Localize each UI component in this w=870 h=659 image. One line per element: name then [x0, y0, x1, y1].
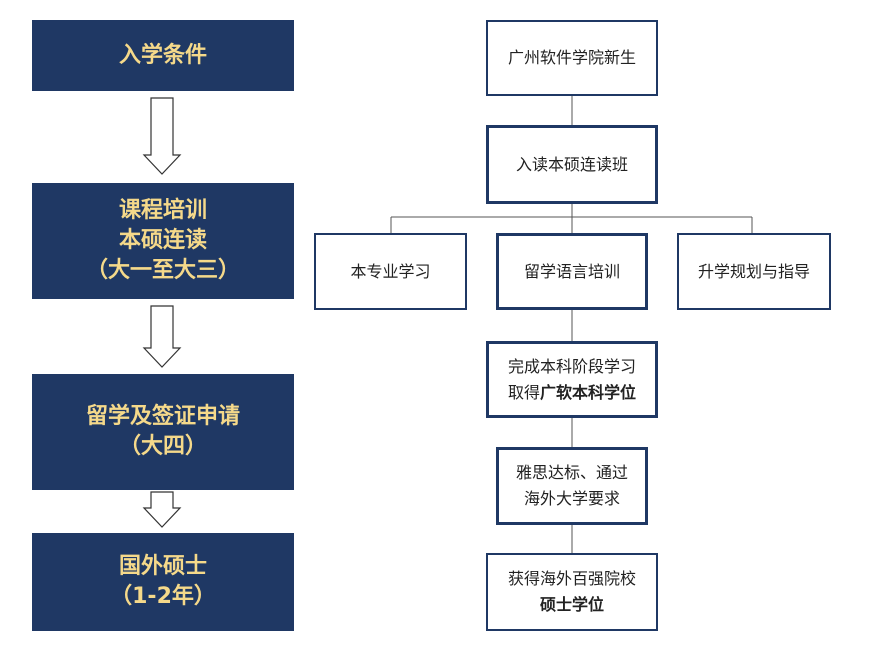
- node-language-training: 留学语言培训: [496, 233, 648, 310]
- stage-master-abroad: 国外硕士 （1-2年）: [32, 533, 294, 631]
- stage-visa-line2: （大四）: [118, 434, 207, 459]
- down-arrow-3: [142, 491, 182, 528]
- node-planning-guidance-label: 升学规划与指导: [697, 261, 810, 281]
- node-major-study-label: 本专业学习: [350, 261, 431, 281]
- stage-master-line2: （1-2年）: [110, 584, 216, 609]
- node-ielts: 雅思达标、通过 海外大学要求: [496, 447, 648, 525]
- node-ielts-line2: 海外大学要求: [523, 489, 620, 508]
- node-master-line2: 硕士学位: [539, 595, 604, 614]
- stage-admission: 入学条件: [32, 20, 294, 91]
- node-major-study: 本专业学习: [314, 233, 467, 310]
- node-ielts-line1: 雅思达标、通过: [515, 463, 628, 482]
- stage-visa-line1: 留学及签证申请: [85, 404, 240, 429]
- stage-admission-label: 入学条件: [118, 42, 207, 68]
- node-master-degree: 获得海外百强院校 硕士学位: [486, 553, 658, 631]
- node-bachelor-line1: 完成本科阶段学习: [507, 356, 636, 376]
- stage-visa: 留学及签证申请 （大四）: [32, 374, 294, 490]
- node-language-training-label: 留学语言培训: [523, 261, 620, 281]
- stage-coursework-line2: 本硕连读: [118, 228, 207, 253]
- stage-coursework: 课程培训 本硕连读 （大一至大三）: [32, 183, 294, 299]
- node-bachelor-line2: 取得广软本科学位: [508, 380, 636, 406]
- stage-master-line1: 国外硕士: [118, 554, 207, 579]
- stage-coursework-line1: 课程培训: [118, 198, 207, 223]
- node-freshman: 广州软件学院新生: [486, 20, 658, 96]
- node-bachelor-degree: 完成本科阶段学习 取得广软本科学位: [486, 341, 658, 418]
- down-arrow-2: [142, 305, 182, 368]
- node-enroll-label: 入读本硕连读班: [515, 154, 628, 174]
- node-bachelor-prefix: 取得: [507, 382, 540, 402]
- stage-coursework-line3: （大一至大三）: [85, 258, 240, 283]
- down-arrow-1: [142, 97, 182, 175]
- node-bachelor-degree-bold: 广软本科学位: [540, 382, 637, 402]
- node-master-line1: 获得海外百强院校: [507, 569, 636, 588]
- node-freshman-label: 广州软件学院新生: [507, 48, 636, 67]
- node-planning-guidance: 升学规划与指导: [677, 233, 831, 310]
- node-enroll: 入读本硕连读班: [486, 125, 658, 204]
